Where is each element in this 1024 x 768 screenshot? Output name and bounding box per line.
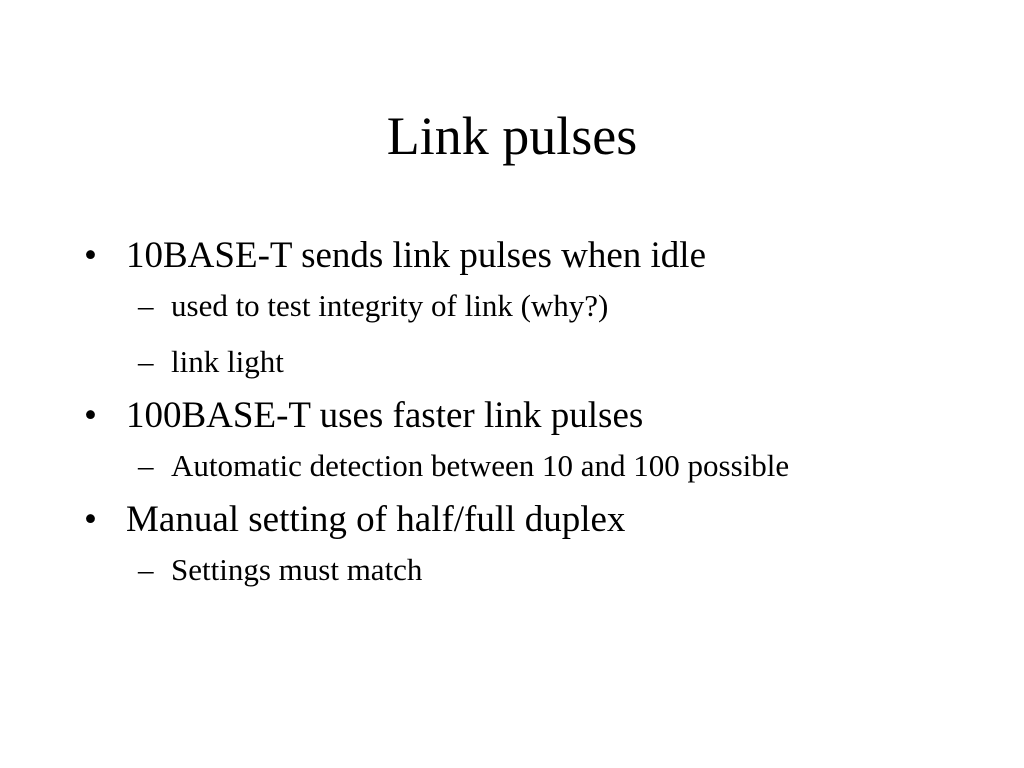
sub-bullet-point: – link light [126, 342, 964, 382]
bullet-point: • 10BASE-T sends link pulses when idle –… [84, 232, 964, 382]
sub-bullet-point: – Automatic detection between 10 and 100… [126, 446, 821, 486]
sub-bullet-point: – used to test integrity of link (why?) [126, 286, 964, 326]
sub-bullet-marker: – [138, 288, 154, 323]
sub-bullet-list: – used to test integrity of link (why?) … [126, 286, 964, 382]
sub-bullet-text: link light [171, 344, 284, 379]
sub-bullet-text: used to test integrity of link (why?) [171, 288, 609, 323]
sub-bullet-list: – Automatic detection between 10 and 100… [126, 446, 964, 486]
sub-bullet-marker: – [138, 344, 154, 379]
sub-bullet-text: Settings must match [171, 552, 423, 587]
bullet-text: 10BASE-T sends link pulses when idle [126, 235, 706, 276]
slide-title: Link pulses [386, 106, 638, 166]
bullet-text: Manual setting of half/full duplex [126, 499, 626, 540]
sub-bullet-marker: – [138, 448, 154, 483]
sub-bullet-list: – Settings must match [126, 550, 964, 590]
sub-bullet-marker: – [138, 552, 154, 587]
sub-bullet-point: – Settings must match [126, 550, 964, 590]
bullet-point: • Manual setting of half/full duplex – S… [84, 496, 964, 590]
bullet-marker: • [84, 235, 97, 276]
bullet-marker: • [84, 395, 97, 436]
bullet-point: • 100BASE-T uses faster link pulses – Au… [84, 392, 964, 486]
bullet-text: 100BASE-T uses faster link pulses [126, 395, 644, 436]
sub-bullet-text: Automatic detection between 10 and 100 p… [171, 448, 790, 483]
bullet-marker: • [84, 499, 97, 540]
bullet-list: • 10BASE-T sends link pulses when idle –… [84, 232, 964, 600]
